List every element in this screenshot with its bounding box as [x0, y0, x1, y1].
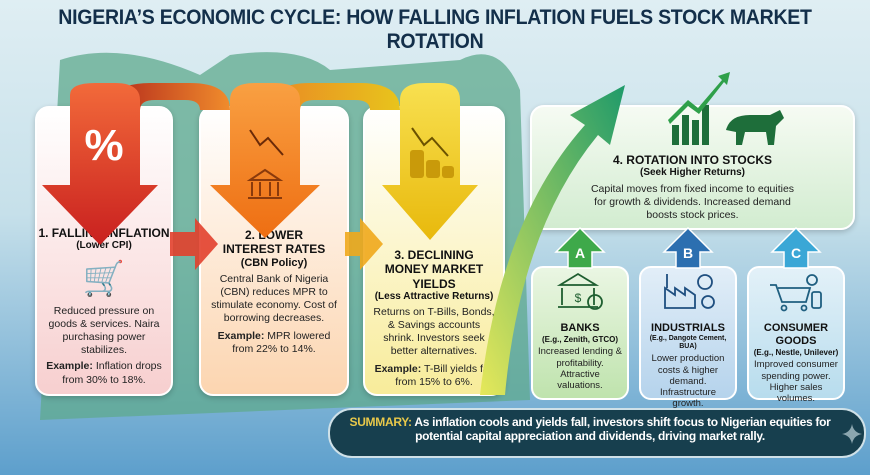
page-title: NIGERIA’S ECONOMIC CYCLE: HOW FALLING IN… [58, 6, 812, 53]
step-subheading: (Less Attractive Returns) [374, 291, 494, 303]
step-card-rotation-into-stocks: 4. ROTATION INTO STOCKS (Seek Higher Ret… [530, 105, 855, 230]
step-subheading: (CBN Policy) [240, 256, 308, 269]
sparkle-icon [842, 424, 862, 444]
sector-name: INDUSTRIALS [651, 322, 725, 334]
summary-label: SUMMARY: [349, 415, 412, 429]
sector-body: Increased lending & profitability. Attra… [538, 346, 622, 392]
sector-body: Lower production costs & higher demand. … [651, 353, 725, 410]
step-body: Reduced pressure on goods & services. Na… [48, 304, 160, 357]
example-label: Example: [217, 330, 265, 343]
shopping-cart-icon: 🛒 [82, 259, 126, 298]
example-label: Example: [46, 360, 93, 373]
step-card-declining-yields: 3. DECLINING MONEY MARKET YIELDS (Less A… [363, 106, 505, 396]
sector-examples: (E.g., Zenith, GTCO) [542, 334, 618, 344]
step-body: Returns on T-Bills, Bonds, & Savings acc… [373, 305, 495, 358]
step-heading: 4. ROTATION INTO STOCKS [612, 153, 773, 167]
sector-card-banks: BANKS (E.g., Zenith, GTCO) Increased len… [531, 266, 629, 400]
step-heading: 2. LOWER INTEREST RATES [222, 228, 326, 257]
example-text: Inflation drops from 30% to 18%. [62, 360, 162, 386]
example-text: MPR lowered from 22% to 14%. [232, 330, 331, 356]
step-card-falling-inflation: 1. FALLING INFLATION (Lower CPI) 🛒 Reduc… [35, 106, 173, 396]
sector-card-consumer-goods: CONSUMER GOODS (E.g., Nestle, Unilever) … [747, 266, 845, 404]
example-label: Example: [374, 363, 422, 376]
sector-examples: (E.g., Nestle, Unilever) [753, 347, 839, 357]
step-body: Capital moves from fixed income to equit… [590, 182, 795, 222]
summary-text: As inflation cools and yields fall, inve… [414, 415, 831, 444]
sector-name: BANKS [560, 322, 600, 334]
sector-name: CONSUMER GOODS [763, 322, 829, 347]
step-card-lower-interest-rates: 2. LOWER INTEREST RATES (CBN Policy) Cen… [199, 106, 349, 396]
step-subheading: (Seek Higher Returns) [639, 167, 746, 179]
summary-banner: SUMMARY: As inflation cools and yields f… [328, 408, 866, 458]
step-body: Central Bank of Nigeria (CBN) reduces MP… [211, 272, 337, 324]
sector-body: Improved consumer spending power. Higher… [754, 359, 838, 404]
step-heading: 3. DECLINING MONEY MARKET YIELDS [384, 248, 484, 291]
sector-examples: (E.g., Dangote Cement, BUA) [649, 334, 727, 351]
step-subheading: (Lower CPI) [76, 240, 132, 252]
sector-card-industrials: INDUSTRIALS (E.g., Dangote Cement, BUA) … [639, 266, 737, 409]
step-heading: 1. FALLING INFLATION [38, 226, 170, 240]
example-text: T-Bill yields fall from 15% to 6%. [395, 363, 494, 389]
